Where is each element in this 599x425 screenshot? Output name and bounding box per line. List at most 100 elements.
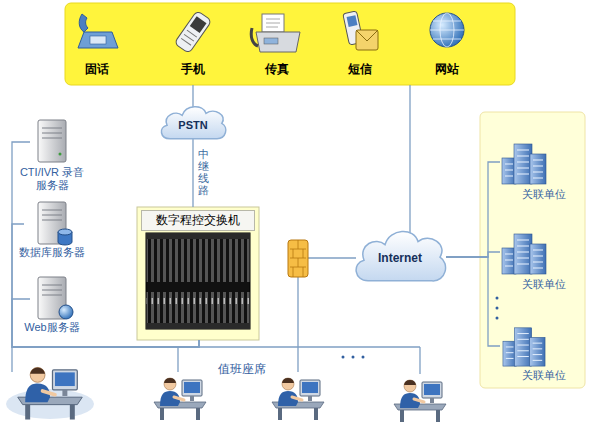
partner-unit: 关联单位 xyxy=(496,228,580,293)
database-server-icon xyxy=(38,202,72,245)
web-server-icon xyxy=(38,277,73,319)
drawing-part xyxy=(38,120,66,162)
drawing-part xyxy=(190,16,207,33)
server-label: CTI/IVR 录音服务器 xyxy=(16,166,88,192)
drawing-part xyxy=(502,234,546,274)
sms-icon xyxy=(343,11,378,50)
partner-unit: 关联单位 xyxy=(496,322,580,384)
terminal-label: 手机 xyxy=(181,61,205,78)
drawing-part xyxy=(146,323,250,329)
drawing-part xyxy=(290,240,306,277)
phone-icon xyxy=(78,14,118,48)
caption-area: 关联单位 xyxy=(496,138,580,201)
drawing-part xyxy=(198,346,420,347)
cloud-shape xyxy=(356,231,445,280)
terminal-label: 网站 xyxy=(435,61,459,78)
exchange-box: 数字程控交换机 xyxy=(137,207,259,340)
drawing-part xyxy=(256,32,300,52)
exchange-title: 数字程控交换机 xyxy=(141,210,255,231)
drawing-part xyxy=(11,347,12,372)
network-link xyxy=(446,252,500,257)
drawing-part xyxy=(356,30,378,41)
server-icon xyxy=(38,120,66,162)
network-cloud: PSTN xyxy=(157,102,229,142)
operator-figure xyxy=(154,378,206,420)
operator-figure xyxy=(394,380,446,422)
caption-area: Web服务器 xyxy=(16,275,88,334)
terminal-label: 传真 xyxy=(265,61,289,78)
network-link xyxy=(446,257,500,346)
drawing-part xyxy=(352,356,355,359)
network-link xyxy=(446,162,500,257)
drawing-part xyxy=(347,15,358,27)
drawing-part xyxy=(59,153,62,156)
network-link xyxy=(192,85,193,108)
drawing-part xyxy=(356,30,378,50)
trunk-label: 中继线路 xyxy=(198,148,209,196)
drawing-part xyxy=(496,317,499,320)
server-node: Web服务器 xyxy=(16,275,88,336)
caption-area: CTI/IVR 录音服务器 xyxy=(16,118,88,192)
server-label: 数据库服务器 xyxy=(10,246,94,259)
server-node: 数据库服务器 xyxy=(10,200,94,261)
drawing-part xyxy=(181,30,197,45)
globe-icon xyxy=(430,13,464,47)
terminal-band xyxy=(65,3,515,85)
cloud-shape xyxy=(161,107,225,139)
caption-area: 数据库服务器 xyxy=(10,200,94,259)
seat-label: 值班座席 xyxy=(216,361,268,378)
network-link xyxy=(12,224,199,347)
drawing-part xyxy=(42,128,62,138)
drawing-part xyxy=(419,347,420,374)
drawing-part xyxy=(430,21,464,39)
firewall-icon xyxy=(288,240,308,277)
drawing-part xyxy=(177,347,178,372)
exchange-machine xyxy=(146,233,250,329)
terminal-label: 短信 xyxy=(348,61,372,78)
drawing-part xyxy=(58,229,72,235)
operator-figure xyxy=(272,378,324,420)
drawing-part xyxy=(146,233,250,239)
drawing-part xyxy=(42,285,62,295)
network-link xyxy=(409,85,410,234)
cloud-label: PSTN xyxy=(178,119,207,131)
drawing-part xyxy=(362,356,365,359)
caption-area: 关联单位 xyxy=(496,322,580,382)
drawing-part xyxy=(430,13,464,47)
server-node: CTI/IVR 录音服务器 xyxy=(16,118,88,194)
partner-unit: 关联单位 xyxy=(496,138,580,203)
partner-label: 关联单位 xyxy=(496,188,580,201)
drawing-part xyxy=(496,297,499,300)
drawing-part xyxy=(262,14,284,32)
drawing-part xyxy=(297,277,298,372)
drawing-part xyxy=(78,32,118,48)
fax-icon xyxy=(251,14,300,52)
drawing-part xyxy=(79,14,88,32)
drawing-part xyxy=(342,356,345,359)
caption-area: 关联单位 xyxy=(496,228,580,291)
drawing-part xyxy=(59,305,73,319)
server-label: Web服务器 xyxy=(16,321,88,334)
drawing-part xyxy=(266,19,280,27)
exchange-box-fill xyxy=(137,207,259,340)
terminal-label: 固话 xyxy=(85,61,109,78)
cloud-label: Internet xyxy=(378,251,422,265)
drawing-part xyxy=(174,10,212,53)
drawing-part xyxy=(496,307,499,310)
drawing-part xyxy=(307,257,356,258)
network-link xyxy=(12,299,199,347)
network-link xyxy=(12,142,199,347)
network-link xyxy=(192,137,193,207)
drawing-part xyxy=(90,36,106,44)
drawing-part xyxy=(251,28,258,46)
network-cloud: Internet xyxy=(350,224,450,286)
ellipsis-dots xyxy=(496,297,499,320)
mobile-icon xyxy=(174,10,212,53)
partner-label: 关联单位 xyxy=(496,369,580,382)
drawing-part xyxy=(503,328,545,366)
terminal-band: 固话 手机 传真 短信 网站 xyxy=(65,3,515,85)
drawing-part xyxy=(264,38,278,44)
drawing-part xyxy=(42,210,62,220)
drawing-part xyxy=(288,240,308,277)
